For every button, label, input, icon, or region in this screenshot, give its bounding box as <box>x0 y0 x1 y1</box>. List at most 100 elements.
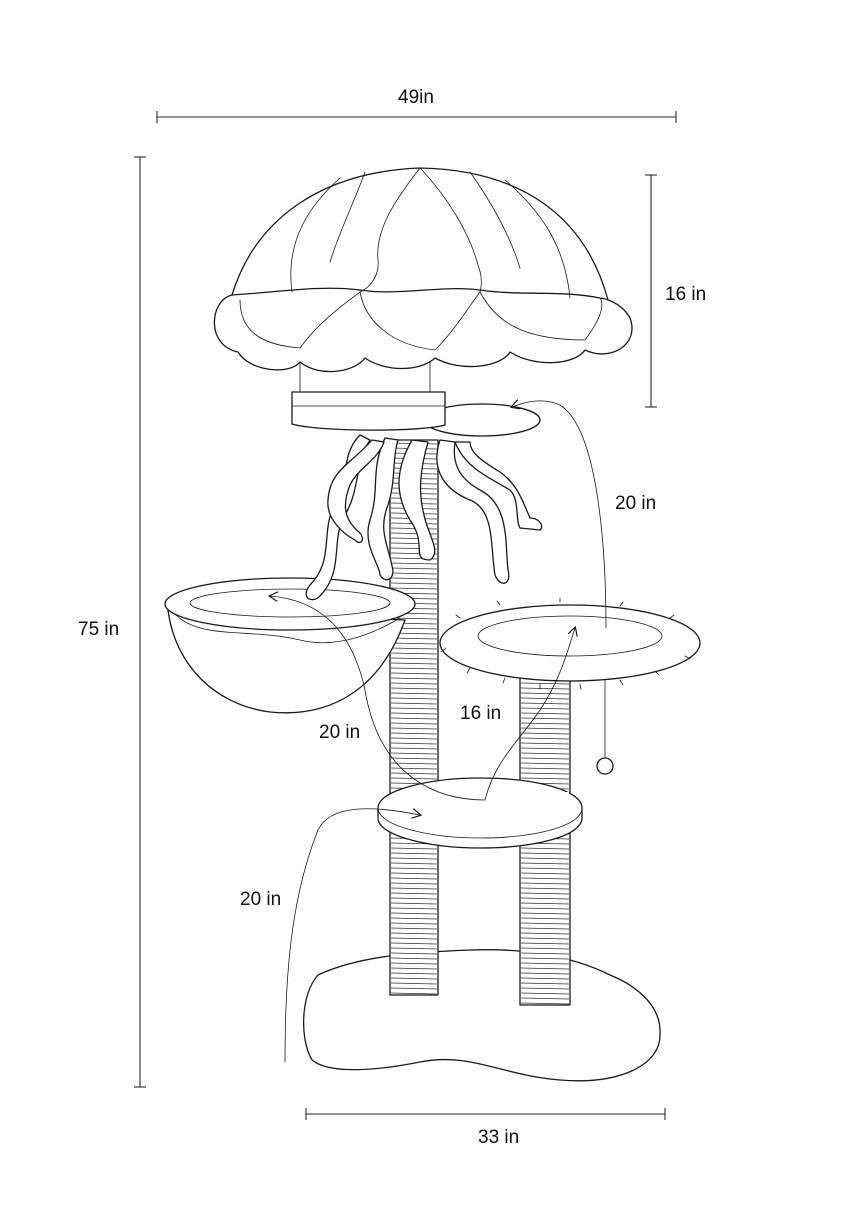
label-overall-width: 49in <box>398 87 434 108</box>
sisal-stripe <box>520 1002 570 1005</box>
base-plush <box>303 949 661 1082</box>
sisal-stripe <box>390 857 438 860</box>
dimension-line-width <box>156 111 677 123</box>
sisal-stripe <box>520 742 570 745</box>
sisal-stripe <box>390 582 438 585</box>
sisal-stripe <box>520 977 570 980</box>
sisal-stripe <box>390 852 438 855</box>
sisal-stripe <box>520 712 570 715</box>
sisal-stripe <box>520 747 570 750</box>
jellyfish-canopy <box>213 167 633 393</box>
sisal-stripe <box>520 927 570 930</box>
sisal-stripe <box>390 757 438 760</box>
sisal-stripe <box>520 752 570 755</box>
sisal-stripe <box>390 702 438 705</box>
sisal-stripe <box>520 967 570 970</box>
left-basket <box>164 577 416 714</box>
sisal-stripe <box>390 727 438 730</box>
dimension-line-height <box>134 156 146 1088</box>
sisal-stripe <box>390 942 438 945</box>
sisal-stripe <box>520 917 570 920</box>
sisal-stripe <box>390 882 438 885</box>
sisal-stripe <box>520 682 570 685</box>
dangling-ball-toy <box>596 679 614 775</box>
sisal-stripe <box>390 887 438 890</box>
sisal-stripe <box>390 692 438 695</box>
sisal-stripe <box>520 757 570 760</box>
sisal-stripe <box>390 982 438 985</box>
sisal-stripe <box>390 672 438 675</box>
sisal-stripe <box>520 937 570 940</box>
sisal-stripe <box>520 992 570 995</box>
sisal-stripe <box>520 877 570 880</box>
arc-left-basket-to-platform <box>270 596 486 801</box>
sisal-stripe <box>520 722 570 725</box>
sisal-stripe <box>520 897 570 900</box>
sisal-stripe <box>390 862 438 865</box>
sisal-stripe <box>390 772 438 775</box>
tentacles <box>305 434 543 601</box>
sisal-stripe <box>520 997 570 1000</box>
sisal-stripe <box>390 682 438 685</box>
top-platform <box>291 391 541 437</box>
sisal-stripe <box>390 847 438 850</box>
sisal-stripe <box>390 947 438 950</box>
sisal-stripe <box>390 907 438 910</box>
sisal-stripe <box>390 677 438 680</box>
sisal-stripe <box>390 652 438 655</box>
sisal-stripe <box>520 952 570 955</box>
sisal-stripe <box>390 952 438 955</box>
middle-platform <box>377 777 583 849</box>
sisal-stripe <box>390 577 438 580</box>
sisal-stripe <box>390 647 438 650</box>
sisal-stripe <box>520 717 570 720</box>
sisal-stripe <box>390 572 438 575</box>
sisal-stripe <box>390 967 438 970</box>
sisal-stripe <box>390 992 438 995</box>
sisal-stripe <box>520 902 570 905</box>
sisal-stripe <box>520 687 570 690</box>
sisal-stripe <box>390 707 438 710</box>
sisal-stripe <box>390 762 438 765</box>
sisal-stripe <box>520 867 570 870</box>
sisal-stripe <box>390 717 438 720</box>
sisal-stripe <box>390 667 438 670</box>
sisal-stripe <box>520 912 570 915</box>
sisal-stripe <box>520 872 570 875</box>
sisal-stripe <box>520 882 570 885</box>
sisal-stripe <box>520 922 570 925</box>
sisal-stripe <box>390 657 438 660</box>
sisal-stripe <box>520 847 570 850</box>
sisal-stripe <box>520 697 570 700</box>
sisal-stripe <box>390 752 438 755</box>
sisal-stripe <box>390 747 438 750</box>
sisal-stripe <box>390 977 438 980</box>
label-canopy-height: 16 in <box>665 284 707 305</box>
sisal-stripe <box>390 697 438 700</box>
sisal-stripe <box>520 772 570 775</box>
arc-platform-to-right-perch <box>484 628 575 801</box>
sisal-stripe <box>390 687 438 690</box>
sisal-stripe <box>390 642 438 645</box>
sisal-stripe <box>390 892 438 895</box>
sisal-stripe <box>390 897 438 900</box>
sisal-stripe <box>520 857 570 860</box>
sisal-stripe <box>390 732 438 735</box>
sisal-stripe <box>390 912 438 915</box>
sisal-stripe <box>390 617 438 620</box>
sisal-stripe <box>520 707 570 710</box>
dimension-line-base <box>305 1108 666 1120</box>
sisal-stripe <box>520 727 570 730</box>
sisal-stripe <box>520 692 570 695</box>
label-floor-to-platform: 20 in <box>240 889 282 910</box>
sisal-stripe <box>390 662 438 665</box>
sisal-stripe <box>520 982 570 985</box>
sisal-stripe <box>520 777 570 780</box>
sisal-stripe <box>390 932 438 935</box>
sisal-stripe <box>390 742 438 745</box>
sisal-stripe <box>520 862 570 865</box>
sisal-stripe <box>520 702 570 705</box>
sisal-stripe <box>390 737 438 740</box>
sisal-stripe <box>520 852 570 855</box>
